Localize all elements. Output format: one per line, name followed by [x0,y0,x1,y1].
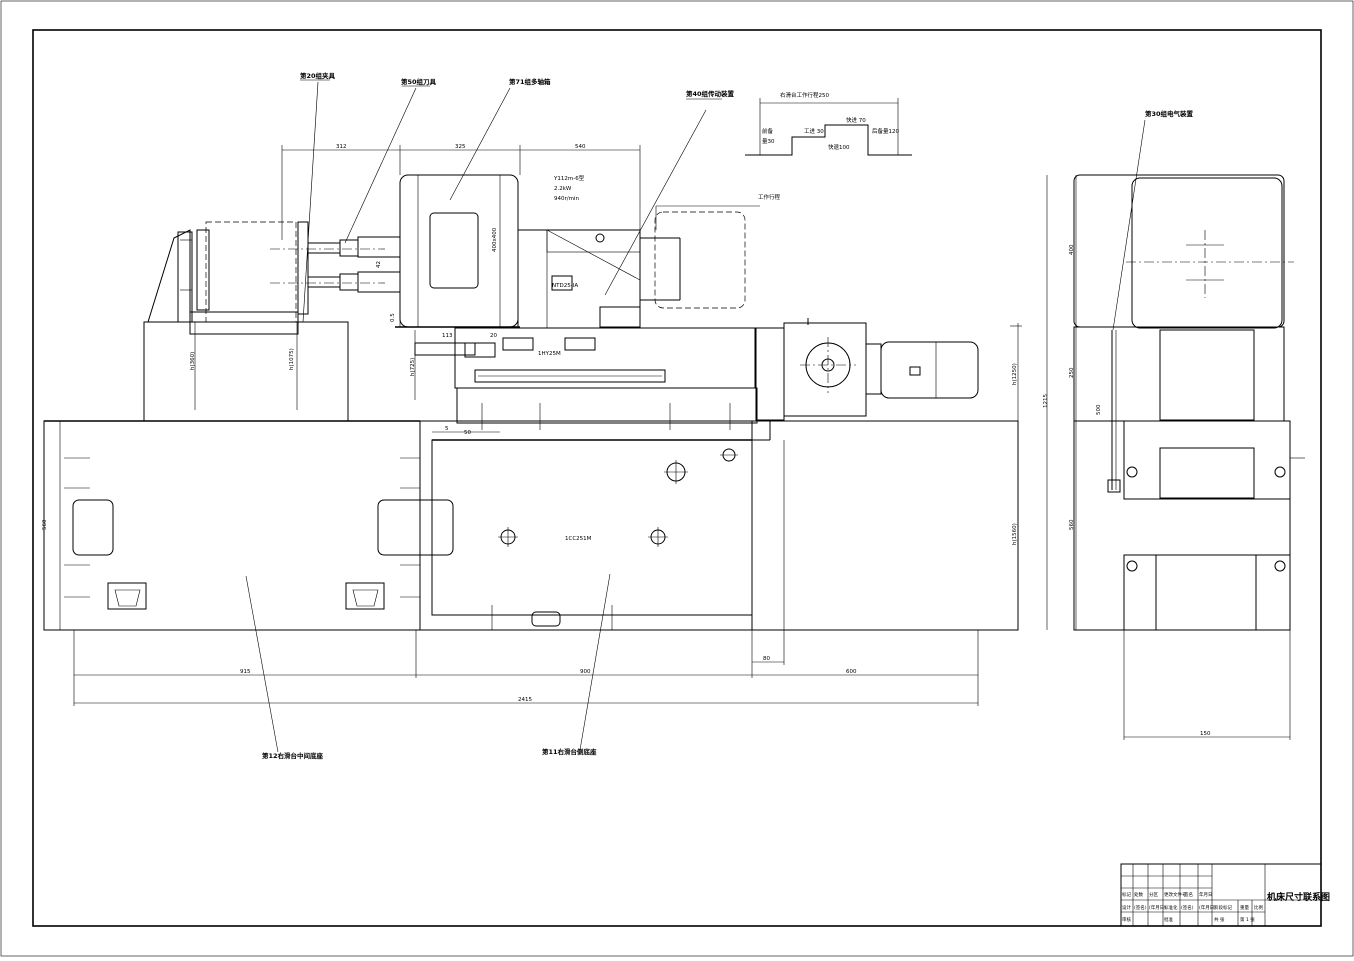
front-margin-label: 前备 [762,127,774,135]
dim-20: 20 [490,333,497,339]
dim-h725: h(725) [410,358,416,376]
tb-design: 设计 [1122,904,1131,911]
rear-margin-label: 后备量120 [872,127,899,135]
dim-540: 540 [575,144,586,150]
tb-design-date: (年月日) [1149,904,1166,911]
dim-560: 560 [1069,519,1075,530]
slide-stroke-label: 右滑台工作行程250 [780,91,829,99]
side-base-callout: 第11右滑台侧底座 [542,747,597,756]
dim-312: 312 [336,144,347,150]
dim-h1250: h(1250) [1012,363,1018,385]
work-stroke-label: 工作行程 [758,193,781,201]
dim-915: 915 [240,669,251,675]
dim-500: 500 [1096,404,1102,415]
stroke-diagram [745,98,912,156]
tb-scale: 比例 [1254,904,1263,911]
dim-250: 250 [1069,367,1075,378]
tb-standard-sign: (签名) [1181,904,1194,911]
dim-900: 900 [580,669,591,675]
drive-unit [755,318,979,421]
box-size-label: 400x400 [492,227,498,252]
spindle-box-callout: 第71组多轴箱 [509,77,551,86]
bottom-dimensions [59,300,1022,706]
tb-count: 处数 [1134,891,1143,898]
tb-sheets-total: 共 张 [1214,916,1225,923]
tb-standard-date: (年月日) [1199,904,1216,911]
dim-325: 325 [455,144,466,150]
tb-date: 年月日 [1199,891,1213,898]
dim-h1075: h(1075) [289,348,295,370]
base-model-label: 1CC251M [565,536,592,542]
tb-mark: 标记 [1122,891,1131,898]
tools [307,236,401,293]
inner-frame [32,29,1322,927]
dim-113: 113 [442,333,453,339]
slide-model-label: 1HY25M [538,351,561,357]
fixture-stand [143,221,385,422]
dim-600: 600 [846,669,857,675]
dim-80: 80 [763,656,770,662]
dim-5: 5 [445,426,449,432]
title-block [1120,863,1322,927]
dim-400: 400 [1069,244,1075,255]
leader-lines [245,79,1146,753]
drive-callout: 第40组传动装置 [686,89,735,98]
tb-signature: 签名 [1184,891,1193,898]
fixture-callout: 第20组夹具 [300,71,336,80]
motor-speed: 940r/min [554,196,579,202]
tb-standard: 标准化 [1164,904,1178,911]
tb-zone: 分区 [1149,891,1158,898]
dim-h1560: h(1560) [1012,523,1018,545]
dim-h360: h(360) [190,352,196,370]
head-model-label: NTD25-IA [552,283,578,289]
tb-change-no: 更改文件号 [1164,891,1187,898]
spindle-box [395,174,520,328]
motor-power: 2.2kW [554,186,572,192]
tool-callout: 第50组刀具 [401,77,437,86]
dim-1215: 1215 [1043,394,1049,408]
motor-model: Y112m-6型 [553,174,585,182]
fast-back-label: 快退100 [828,143,850,151]
drawing-title: 机床尺寸联系图 [1267,891,1330,903]
side-view [1046,174,1305,740]
center-base [43,420,454,631]
work-feed-label: 工进 30 [804,127,824,135]
slide-table [414,327,758,424]
dim-560-left: 560 [42,519,48,530]
dim-2415: 2415 [518,697,532,703]
tb-weight: 重量 [1240,904,1249,911]
fast-forward-label: 快进 70 [846,116,866,124]
front-margin-value: 量30 [762,138,775,145]
power-head [517,211,746,329]
side-base [419,420,1019,631]
dim-50: 50 [464,430,471,436]
top-dimensions [281,145,641,240]
tb-approve: 批准 [1164,916,1173,923]
tb-sheet-no: 第 1 张 [1240,916,1255,923]
tb-design-sign: (签名) [1134,904,1147,911]
dim-42: 42 [376,261,382,268]
tb-stage: 阶段标记 [1214,904,1232,911]
dim-0-5: 0.5 [390,313,396,322]
tb-review: 审核 [1122,916,1131,923]
center-base-callout: 第12右滑台中间底座 [262,751,324,760]
electrical-callout: 第30组电气装置 [1145,109,1194,118]
dim-150: 150 [1200,731,1211,737]
